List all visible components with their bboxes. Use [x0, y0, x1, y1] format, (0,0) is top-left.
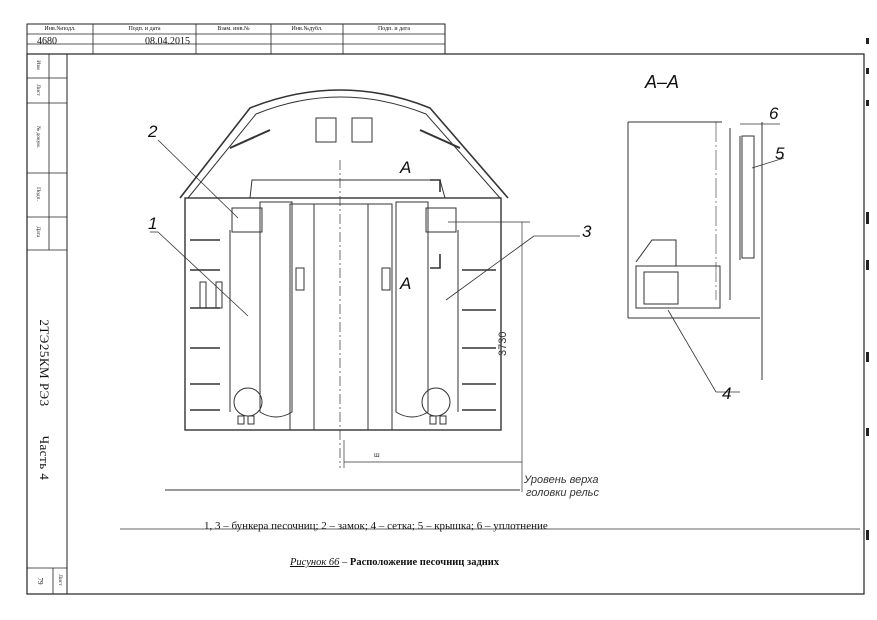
dimension-height-label: 3730: [497, 331, 509, 356]
figure-title: Рисунок 66 – Расположение песочниц задни…: [290, 557, 499, 568]
edge-mark: [866, 68, 869, 74]
section-view-label: А–А: [645, 72, 680, 92]
edge-mark: [866, 428, 869, 436]
edge-mark: [866, 530, 869, 540]
edge-mark: [866, 38, 869, 44]
stamp-value-inv-podl: 4680: [37, 36, 57, 47]
edge-mark: [866, 212, 869, 224]
callout-3: 3: [582, 222, 592, 241]
dimension-width-label: ш: [374, 452, 380, 459]
rail-level-label-1: Уровень верха: [524, 474, 599, 486]
stamp-value-date: 08.04.2015: [145, 36, 190, 47]
figure-legend: 1, 3 – бункера песочниц; 2 – замок; 4 – …: [204, 520, 548, 532]
stamp-header-inv-dubl: Инв.№дубл.: [291, 26, 323, 32]
figure-title-separator: –: [339, 557, 350, 568]
edge-mark: [866, 260, 869, 270]
stamp-header-podp-data-2: Подп. и дата: [377, 26, 411, 32]
section-marker-top: А: [400, 158, 412, 177]
section-marker-bottom: А: [400, 274, 412, 293]
rail-level-label-2: головки рельс: [526, 487, 599, 499]
callout-1: 1: [148, 214, 158, 233]
callout-5: 5: [775, 144, 785, 163]
edge-mark: [866, 100, 869, 106]
callout-4: 4: [722, 384, 732, 403]
edge-mark: [866, 352, 869, 362]
callout-6: 6: [769, 104, 779, 123]
callout-2: 2: [148, 122, 158, 141]
figure-number: Рисунок 66: [290, 557, 340, 568]
stamp-header-inv-podl: Инв.№подл.: [44, 26, 76, 32]
stamp-header-podp-data: Подп. и дата: [128, 26, 161, 32]
figure-title-text: Расположение песочниц задних: [349, 557, 500, 568]
stamp-header-vzam-inv: Взам. инв.№: [217, 26, 250, 32]
